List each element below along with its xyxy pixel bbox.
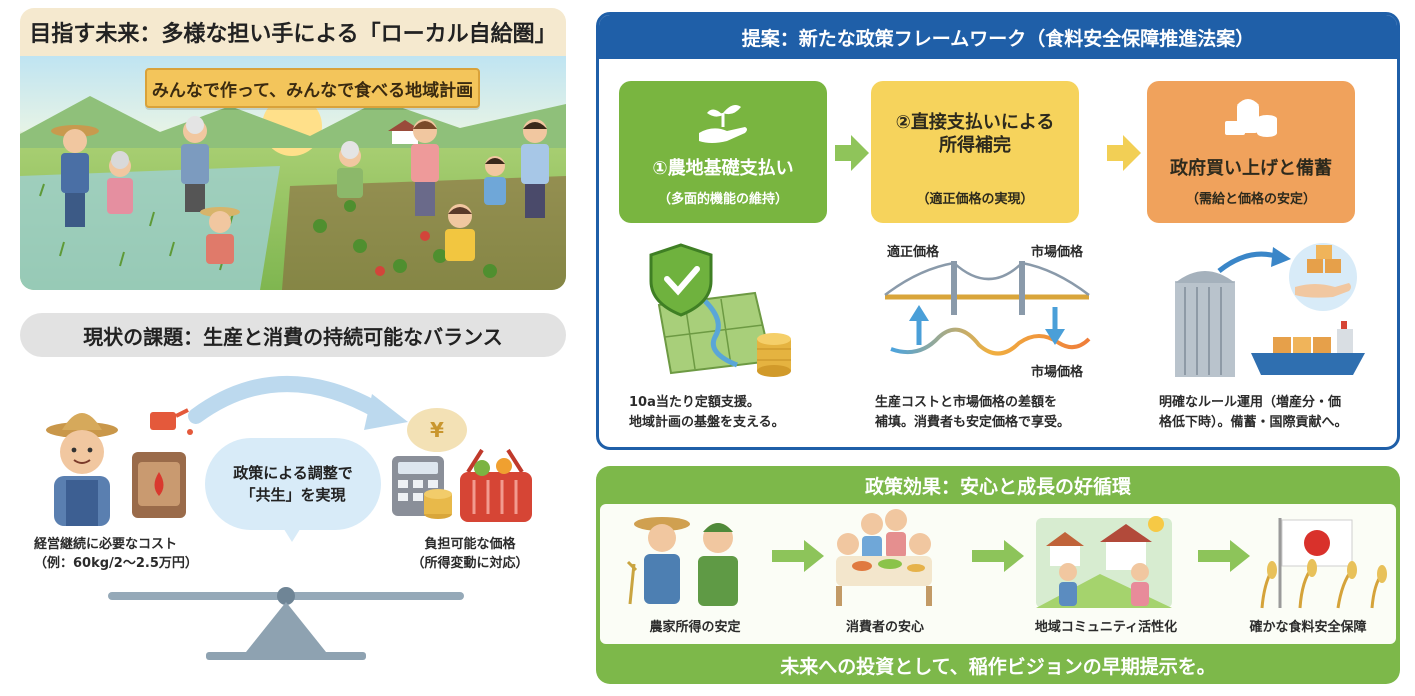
desc3-line2: 格低下時）。備蓄・国際貢献へ。 <box>1159 415 1348 431</box>
farmhouse <box>392 130 418 144</box>
arrow-right-icon <box>1230 540 1250 572</box>
effect-step-consumer-security: 消費者の安心 <box>845 620 924 635</box>
balance-scale-icon <box>108 587 464 660</box>
balance-illustration: ¥ <box>46 376 532 660</box>
bubble-tail <box>282 526 302 542</box>
community-village-icon <box>1036 516 1172 608</box>
grain-silo-icon <box>1175 271 1235 377</box>
arrow-up-icon <box>909 305 929 321</box>
policy-adjustment-bubble: 政策による調整で 「共生」を実現 <box>205 438 381 530</box>
box3-sub: （需給と価格の安定） <box>1185 192 1316 207</box>
arrow-right-icon <box>1271 247 1291 267</box>
vision-banner: みんなで作って、みんなで食べる地域計画 <box>145 68 480 108</box>
coin-stack-icon <box>757 333 791 377</box>
issue-title: 現状の課題：生産と消費の持続可能なバランス <box>20 313 566 357</box>
proposal-title: 提案：新たな政策フレームワーク（食料安全保障推進法案） <box>599 15 1397 59</box>
price-label: 負担可能な価格 （所得変動に対応） <box>385 536 555 574</box>
oil-can-icon <box>150 408 193 435</box>
proposal-panel: 提案：新たな政策フレームワーク（食料安全保障推進法案） ①農地基礎支払い （多面… <box>596 12 1400 450</box>
market-price-top-label: 市場価格 <box>1031 245 1084 260</box>
fertilizer-bag-icon <box>132 452 186 518</box>
effect-panel: 政策効果：安心と成長の好循環 <box>596 466 1400 684</box>
box1-main: ①農地基礎支払い <box>652 157 794 179</box>
desc2-line1: 生産コストと市場価格の差額を <box>875 395 1058 410</box>
vision-illustration: みんなで作って、みんなで食べる地域計画 <box>20 56 566 290</box>
bubble-line1: 政策による調整で <box>233 463 353 482</box>
proposal-box-government-purchase: 政府買い上げと備蓄 （需給と価格の安定） <box>1147 81 1355 223</box>
arrow-right-icon <box>1004 540 1024 572</box>
effect-step-community: 地域コミュニティ活性化 <box>1034 620 1178 635</box>
effect-title: 政策効果：安心と成長の好循環 <box>864 475 1131 498</box>
sun-icon <box>1148 516 1164 532</box>
arrow-down-icon <box>1045 329 1065 345</box>
shield-check-icon <box>649 243 713 317</box>
desc1-line2: 地域計画の基盤を支える。 <box>629 415 785 431</box>
desc-farmland-payment: 10a当たり定額支援。 地域計画の基盤を支える。 <box>629 393 785 433</box>
effect-step-food-security: 確かな食料安全保障 <box>1249 620 1367 635</box>
effect-footer: 未来への投資として、稲作ビジョンの早期提示を。 <box>780 655 1216 678</box>
family-dinner-icon <box>836 509 932 606</box>
farmer-couple-icon <box>626 517 738 606</box>
effect-step-farmer-income: 農家所得の安定 <box>649 620 741 635</box>
box2-main-line1: ②直接支払いによる <box>895 112 1055 133</box>
rice-paddy <box>20 166 280 290</box>
vision-title: 目指す未来：多様な担い手による「ローカル自給圏」 <box>20 8 566 56</box>
storage-silo-icon <box>1225 98 1277 137</box>
hand-boxes-icon <box>1289 243 1357 311</box>
box1-sub: （多面的機能の維持） <box>657 192 788 207</box>
fair-price-label: 適正価格 <box>887 245 940 260</box>
japan-flag-icon <box>1278 518 1353 608</box>
desc1-line1: 10a当たり定額支援。 <box>629 395 760 410</box>
price-bridge-illustration <box>884 261 1091 356</box>
box2-sub: （適正価格の実現） <box>916 191 1034 207</box>
desc2-line2: 補填。消費者も安定価格で享受。 <box>875 415 1071 431</box>
cost-label: 経営継続に必要なコスト （例：60kg/2〜2.5万円） <box>34 536 234 574</box>
farmer-people-illustration <box>51 116 549 264</box>
price-line1: 負担可能な価格 <box>424 537 516 552</box>
shopping-basket-icon <box>460 448 532 522</box>
hand-sprout-icon <box>699 104 747 143</box>
farm-scene-illustration <box>20 96 566 290</box>
bubble-line2: 「共生」を実現 <box>240 486 346 504</box>
proposal-box-farmland-payment: ①農地基礎支払い （多面的機能の維持） <box>619 81 827 223</box>
price-line2: （所得変動に対応） <box>411 555 529 571</box>
arrow-right-icon <box>1107 135 1141 171</box>
yen-symbol: ¥ <box>430 418 444 442</box>
box3-main: 政府買い上げと備蓄 <box>1170 157 1332 179</box>
curved-arrow-icon <box>188 376 388 424</box>
box2-main-line2: 所得補完 <box>939 135 1011 157</box>
market-price-bottom-label: 市場価格 <box>1031 365 1084 380</box>
cargo-ship-icon <box>1251 321 1365 375</box>
cost-line2: （例：60kg/2〜2.5万円） <box>34 555 198 571</box>
desc-government-purchase: 明確なルール運用（増産分・価 格低下時）。備蓄・国際貢献へ。 <box>1159 393 1348 433</box>
yen-coin-icon: ¥ <box>407 408 467 452</box>
effect-flow-illustration <box>626 509 1387 609</box>
effect-body: 農家所得の安定 消費者の安心 地域コミュニティ活性化 確かな食料安全保障 <box>600 504 1396 644</box>
proposal-box-direct-payment: ②直接支払いによる 所得補完 （適正価格の実現） <box>871 81 1079 223</box>
stockpile-illustration <box>1175 243 1365 377</box>
cost-line1: 経営継続に必要なコスト <box>34 537 178 552</box>
farmer-icon <box>46 413 118 526</box>
arrow-right-icon <box>804 540 824 572</box>
coin-stack-icon <box>424 489 452 519</box>
arrow-right-icon <box>835 135 869 171</box>
farmland-map-illustration <box>649 243 791 377</box>
desc3-line1: 明確なルール運用（増産分・価 <box>1159 395 1342 410</box>
desc-direct-payment: 生産コストと市場価格の差額を 補填。消費者も安定価格で享受。 <box>875 393 1070 433</box>
